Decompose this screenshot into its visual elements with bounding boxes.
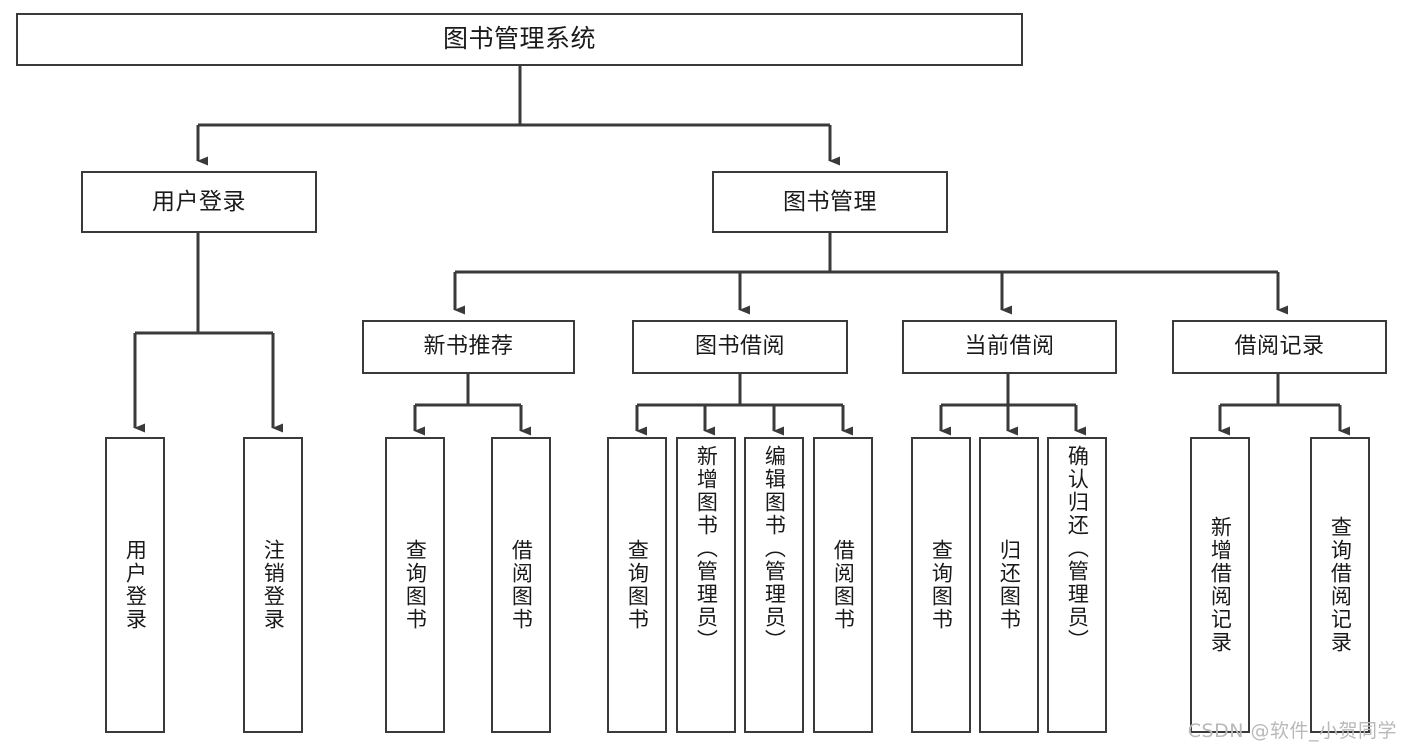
leaf-logout[interactable]: 注销登录 — [243, 437, 303, 733]
leaf-cb-return-book[interactable]: 归还图书 — [979, 437, 1039, 733]
node-book-borrow[interactable]: 图书借阅 — [632, 320, 848, 374]
node-book-management[interactable]: 图书管理 — [712, 171, 948, 233]
node-book-borrow-label: 图书借阅 — [694, 333, 785, 359]
node-root-system[interactable]: 图书管理系统 — [16, 13, 1023, 66]
node-new-book-recommend-label: 新书推荐 — [423, 333, 514, 359]
leaf-bb-edit-book-admin-label: 编辑图书（管理员） — [762, 445, 787, 652]
leaf-nb-query-book[interactable]: 查询图书 — [385, 437, 445, 733]
leaf-cb-return-book-label: 归还图书 — [997, 539, 1022, 631]
leaf-logout-label: 注销登录 — [261, 539, 286, 631]
leaf-br-add-record[interactable]: 新增借阅记录 — [1190, 437, 1250, 733]
leaf-user-login[interactable]: 用户登录 — [105, 437, 165, 733]
leaf-nb-borrow-book[interactable]: 借阅图书 — [491, 437, 551, 733]
node-book-management-label: 图书管理 — [783, 188, 877, 215]
csdn-watermark: CSDN @软件_小贺同学 — [1187, 720, 1397, 742]
leaf-bb-borrow-book-label: 借阅图书 — [831, 539, 856, 631]
leaf-nb-query-book-label: 查询图书 — [403, 539, 428, 631]
leaf-bb-query-book-label: 查询图书 — [625, 539, 650, 631]
node-current-borrow-label: 当前借阅 — [964, 333, 1055, 359]
node-borrow-record[interactable]: 借阅记录 — [1172, 320, 1387, 374]
leaf-br-query-record-label: 查询借阅记录 — [1328, 516, 1353, 654]
node-current-borrow[interactable]: 当前借阅 — [902, 320, 1117, 374]
leaf-br-add-record-label: 新增借阅记录 — [1208, 516, 1233, 654]
node-root-label: 图书管理系统 — [442, 24, 596, 54]
leaf-bb-add-book-admin-label: 新增图书（管理员） — [694, 445, 719, 652]
leaf-cb-query-book[interactable]: 查询图书 — [911, 437, 971, 733]
node-user-login[interactable]: 用户登录 — [81, 171, 317, 233]
leaf-user-login-label: 用户登录 — [123, 539, 148, 631]
node-borrow-record-label: 借阅记录 — [1234, 333, 1325, 359]
node-user-login-label: 用户登录 — [152, 188, 246, 215]
leaf-nb-borrow-book-label: 借阅图书 — [509, 539, 534, 631]
leaf-cb-query-book-label: 查询图书 — [929, 539, 954, 631]
leaf-br-query-record[interactable]: 查询借阅记录 — [1310, 437, 1370, 733]
leaf-bb-query-book[interactable]: 查询图书 — [607, 437, 667, 733]
leaf-cb-confirm-return-admin-label: 确认归还（管理员） — [1065, 445, 1090, 652]
leaf-bb-add-book-admin[interactable]: 新增图书（管理员） — [676, 437, 736, 733]
node-new-book-recommend[interactable]: 新书推荐 — [362, 320, 575, 374]
leaf-bb-borrow-book[interactable]: 借阅图书 — [813, 437, 873, 733]
leaf-bb-edit-book-admin[interactable]: 编辑图书（管理员） — [744, 437, 804, 733]
leaf-cb-confirm-return-admin[interactable]: 确认归还（管理员） — [1047, 437, 1107, 733]
